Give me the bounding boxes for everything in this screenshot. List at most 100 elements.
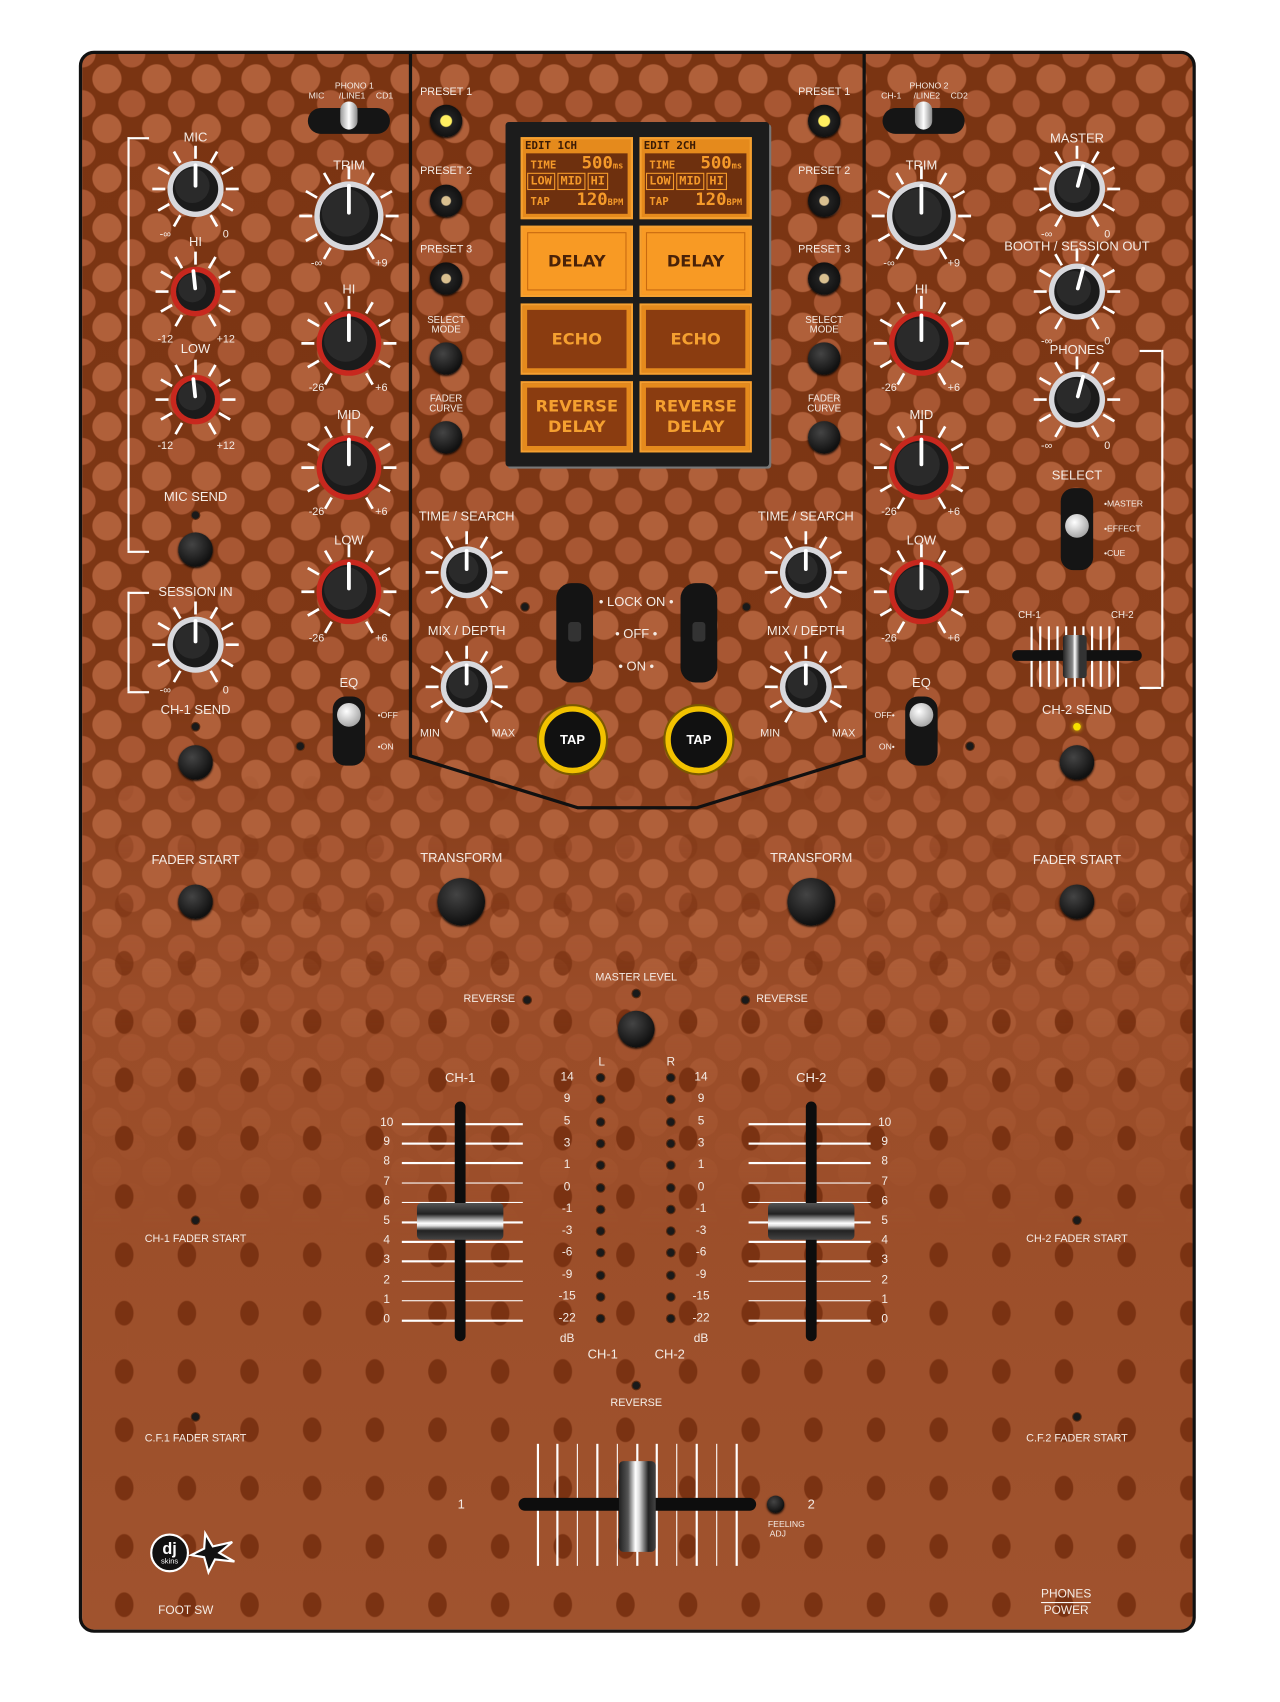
mic-bracket — [127, 550, 150, 553]
crossfader-cap[interactable] — [618, 1461, 656, 1552]
ch1-trim-knob[interactable] — [295, 162, 403, 270]
svg-text:skins: skins — [161, 1557, 178, 1566]
ch2-mid-knob-min: -26 — [881, 506, 897, 519]
ch2-hi-knob[interactable] — [870, 292, 974, 396]
right-select-mode-button[interactable] — [807, 342, 841, 375]
meter-l-led — [596, 1249, 605, 1257]
ch2-trim-knob-label: TRIM — [905, 157, 938, 173]
ch1-send-label: CH-1 SEND — [160, 701, 231, 718]
ch1-mid-knob[interactable] — [297, 416, 401, 520]
left-min-label: MIN — [420, 727, 440, 740]
eq-mid[interactable]: MID — [676, 172, 705, 191]
fx-echo-ch1[interactable]: ECHO — [520, 303, 633, 375]
meter-scale-left: -1 — [561, 1202, 573, 1216]
ch2-transform-knob[interactable] — [787, 877, 835, 926]
fx-delay-ch1[interactable]: DELAY — [520, 225, 633, 297]
ch2-mid-knob[interactable] — [870, 416, 974, 520]
edit-title: EDIT 1CH — [524, 140, 578, 153]
ch1-hi-knob[interactable] — [297, 292, 401, 396]
ch1-send-button[interactable] — [178, 745, 213, 780]
right-time-search-knob[interactable] — [760, 527, 851, 618]
left-mix-depth-knob[interactable] — [421, 641, 512, 732]
eq-mid[interactable]: MID — [557, 172, 586, 191]
right-mix-depth-knob[interactable] — [760, 641, 851, 732]
phones-bracket — [1161, 349, 1163, 687]
right-tap-button[interactable]: TAP — [665, 706, 733, 774]
tap-unit: BPM — [607, 197, 624, 208]
fx-reverse-delay-ch1[interactable]: REVERSE DELAY — [520, 381, 633, 453]
ch2-send-button[interactable] — [1059, 745, 1095, 780]
ch2-fader-start-button[interactable] — [1059, 884, 1095, 919]
left-preset-3-button[interactable] — [429, 262, 463, 295]
ch1-fader-scale-label: 3 — [383, 1253, 391, 1267]
fx-lock-lever-2[interactable] — [680, 583, 718, 683]
eq-hi[interactable]: HI — [587, 172, 609, 191]
left-tap-button[interactable]: TAP — [539, 706, 606, 774]
left-fader-curve-button[interactable] — [429, 421, 463, 454]
right-preset-2-button[interactable] — [807, 184, 841, 218]
ch2-eq-switch-thumb[interactable] — [909, 703, 934, 727]
left-select-mode-button[interactable] — [429, 342, 463, 375]
ch1-fader-scale-label: 10 — [380, 1116, 394, 1130]
right-preset-3-button[interactable] — [807, 262, 841, 295]
meter-r-led — [667, 1095, 675, 1104]
left-preset-1-button[interactable] — [429, 104, 463, 138]
phones-select-switch-thumb[interactable] — [1065, 514, 1089, 538]
ch1-fader-cap[interactable] — [416, 1203, 504, 1240]
left-time-search-knob[interactable] — [421, 527, 512, 618]
meter-l-led — [596, 1205, 605, 1214]
phones-power-label: PHONES — [1041, 1589, 1092, 1604]
fx-delay-ch2[interactable]: DELAY — [639, 225, 752, 297]
ch2-input-selector-knob[interactable] — [914, 101, 933, 130]
crossfader-1-label: 1 — [457, 1496, 465, 1512]
ch2-fader-cap[interactable] — [768, 1203, 855, 1240]
lever-thumb[interactable] — [568, 622, 582, 642]
lever-thumb[interactable] — [692, 622, 706, 642]
right-fader-curve-button[interactable] — [807, 421, 841, 454]
booth-knob-max: 0 — [1104, 335, 1111, 348]
ch1-input-selector-knob[interactable] — [340, 101, 358, 130]
eq-low[interactable]: LOW — [527, 172, 556, 191]
phones-mix-slider-knob[interactable] — [1062, 634, 1087, 679]
ch1-eq-label: EQ — [339, 674, 359, 691]
fx-echo-ch2[interactable]: ECHO — [639, 303, 752, 375]
feeling-adj-knob[interactable] — [766, 1495, 785, 1513]
mic-send-button[interactable] — [178, 532, 213, 567]
left-preset-2-button[interactable] — [429, 184, 463, 218]
ch1-eq-switch-thumb[interactable] — [337, 703, 361, 727]
master-level-knob[interactable] — [617, 1010, 655, 1048]
meter-ch2-label: CH-2 — [654, 1346, 685, 1362]
eq-hi[interactable]: HI — [706, 172, 727, 191]
meter-scale-left: -22 — [558, 1311, 576, 1325]
ch1-transform-knob[interactable] — [437, 877, 486, 926]
ch1-eq-led — [296, 742, 305, 750]
mic-level-knob[interactable] — [148, 141, 243, 236]
phones-knob[interactable] — [1029, 352, 1124, 447]
master-knob[interactable] — [1029, 141, 1124, 236]
ch2-send-led — [1073, 722, 1081, 731]
meter-r-led — [667, 1249, 675, 1257]
right-preset-1-button[interactable] — [807, 104, 841, 138]
booth-knob[interactable] — [1029, 244, 1124, 339]
ch2-low-knob[interactable] — [870, 540, 974, 644]
mic-low-knob[interactable] — [151, 355, 240, 444]
ch1-fader-start-button[interactable] — [178, 884, 213, 919]
fx-lock-lever-1[interactable] — [556, 583, 594, 683]
ch1-low-knob[interactable] — [297, 540, 401, 644]
meter-scale-left: 9 — [563, 1092, 571, 1106]
meter-l-led — [596, 1293, 605, 1301]
left-select-mode-label: SELECT MODE — [427, 314, 466, 335]
fx-reverse-delay-ch2[interactable]: REVERSE DELAY — [639, 381, 752, 453]
eq-low[interactable]: LOW — [645, 172, 674, 191]
master-knob-max: 0 — [1104, 228, 1111, 241]
cf1-fader-start-label: C.F.1 FADER START — [144, 1433, 247, 1445]
ch2-trim-knob[interactable] — [867, 162, 975, 270]
session-in-knob[interactable] — [148, 597, 243, 692]
ch1-trim-knob-max: +9 — [375, 258, 388, 270]
mic-hi-knob[interactable] — [151, 247, 240, 336]
